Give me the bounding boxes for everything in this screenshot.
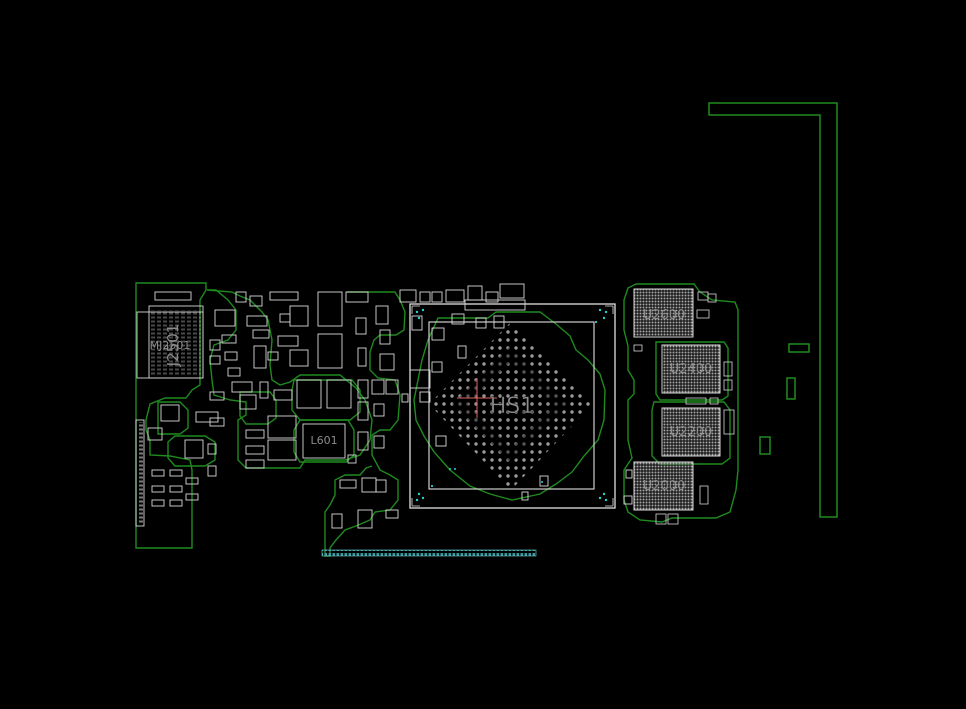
label-u2400: U2400 — [670, 362, 713, 377]
label-l601: L601 — [310, 434, 337, 447]
memory-chip-u2400 — [661, 344, 721, 394]
board-outline-left — [135, 282, 406, 557]
label-mj2501: MJ2501 — [150, 339, 191, 352]
memory-passives — [633, 291, 735, 525]
label-u2000: U2000 — [643, 479, 686, 494]
connector-pins — [137, 310, 201, 524]
crosshair-cursor[interactable] — [457, 378, 497, 418]
memory-chip-u2600 — [633, 288, 694, 338]
memory-chip-u2000 — [633, 461, 694, 511]
memory-chip-u2200 — [661, 407, 721, 457]
label-j2501: J2501 — [164, 324, 182, 368]
cpu-outline — [413, 311, 606, 501]
cpu-bga — [429, 322, 593, 490]
heatsink-hs1 — [409, 303, 616, 509]
reference-labels: HS1 J2501 MJ2501 L601 U2600 U2400 U2200 … — [150, 308, 713, 494]
edge-connector-fingers — [321, 549, 537, 557]
label-u2200: U2200 — [670, 425, 713, 440]
board-outline-right — [708, 102, 838, 518]
label-u2600: U2600 — [643, 308, 686, 323]
memory-outlines — [623, 283, 739, 523]
smd-components-left — [135, 283, 633, 529]
label-hs1: HS1 — [490, 394, 535, 419]
